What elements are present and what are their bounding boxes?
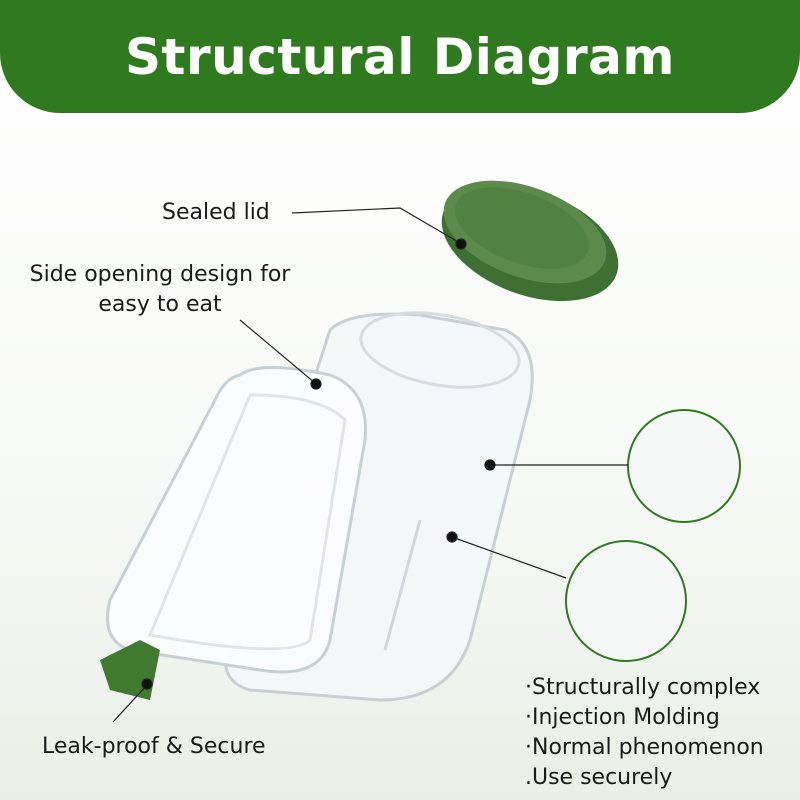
feature-item: ·Normal phenomenon xyxy=(525,735,764,760)
lid-illustration xyxy=(441,180,619,302)
label-side-opening: Side opening design for easy to eat xyxy=(18,260,302,320)
feature-item: ·Injection Molding xyxy=(525,705,720,730)
feature-item: ·Structurally complex xyxy=(525,675,761,700)
page-title: Structural Diagram xyxy=(125,27,675,86)
detail-circle-rim xyxy=(627,409,741,523)
label-sealed-lid: Sealed lid xyxy=(162,200,270,225)
leader-lines xyxy=(112,207,628,723)
label-leak-proof: Leak-proof & Secure xyxy=(42,734,266,759)
label-side-opening-line2: easy to eat xyxy=(98,292,222,317)
jar-illustration xyxy=(106,311,534,702)
detail-circle-scale xyxy=(565,540,687,662)
feature-list: ·Structurally complex ·Injection Molding… xyxy=(525,673,764,793)
header-banner: Structural Diagram xyxy=(0,0,800,113)
label-side-opening-line1: Side opening design for xyxy=(29,262,291,287)
feature-item: .Use securely xyxy=(525,765,673,790)
leak-proof-clip xyxy=(100,640,160,700)
